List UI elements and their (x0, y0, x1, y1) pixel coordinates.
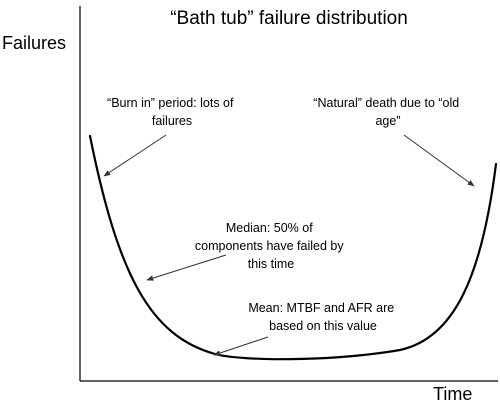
natural-death-line-1: “Natural” death due to “old (313, 96, 459, 110)
median-annotation: Median: 50% of components have failed by… (195, 221, 347, 271)
burn-in-annotation: “Burn in” period: lots of failures (107, 96, 237, 128)
burn-in-line-2: failures (152, 114, 192, 128)
median-line-2: components have failed by (195, 239, 344, 253)
mean-line-1: Mean: MTBF and AFR are (248, 301, 394, 315)
mean-annotation: Mean: MTBF and AFR are based on this val… (248, 301, 397, 333)
median-arrow (146, 254, 227, 281)
bathtub-curve (88, 134, 498, 361)
natural-death-arrow (403, 134, 475, 187)
diagram-title: “Bath tub” failure distribution (170, 8, 408, 29)
x-axis-label: Time (433, 384, 472, 404)
burn-in-arrow (103, 134, 167, 177)
mean-line-2: based on this value (269, 319, 377, 333)
median-line-3: this time (248, 257, 295, 271)
natural-death-line-2: age” (375, 114, 400, 128)
median-line-1: Median: 50% of (226, 221, 313, 235)
natural-death-annotation: “Natural” death due to “old age” (313, 96, 462, 128)
burn-in-line-1: “Burn in” period: lots of (107, 96, 234, 110)
y-axis-label: Failures (2, 33, 66, 53)
mean-arrow (213, 336, 269, 356)
